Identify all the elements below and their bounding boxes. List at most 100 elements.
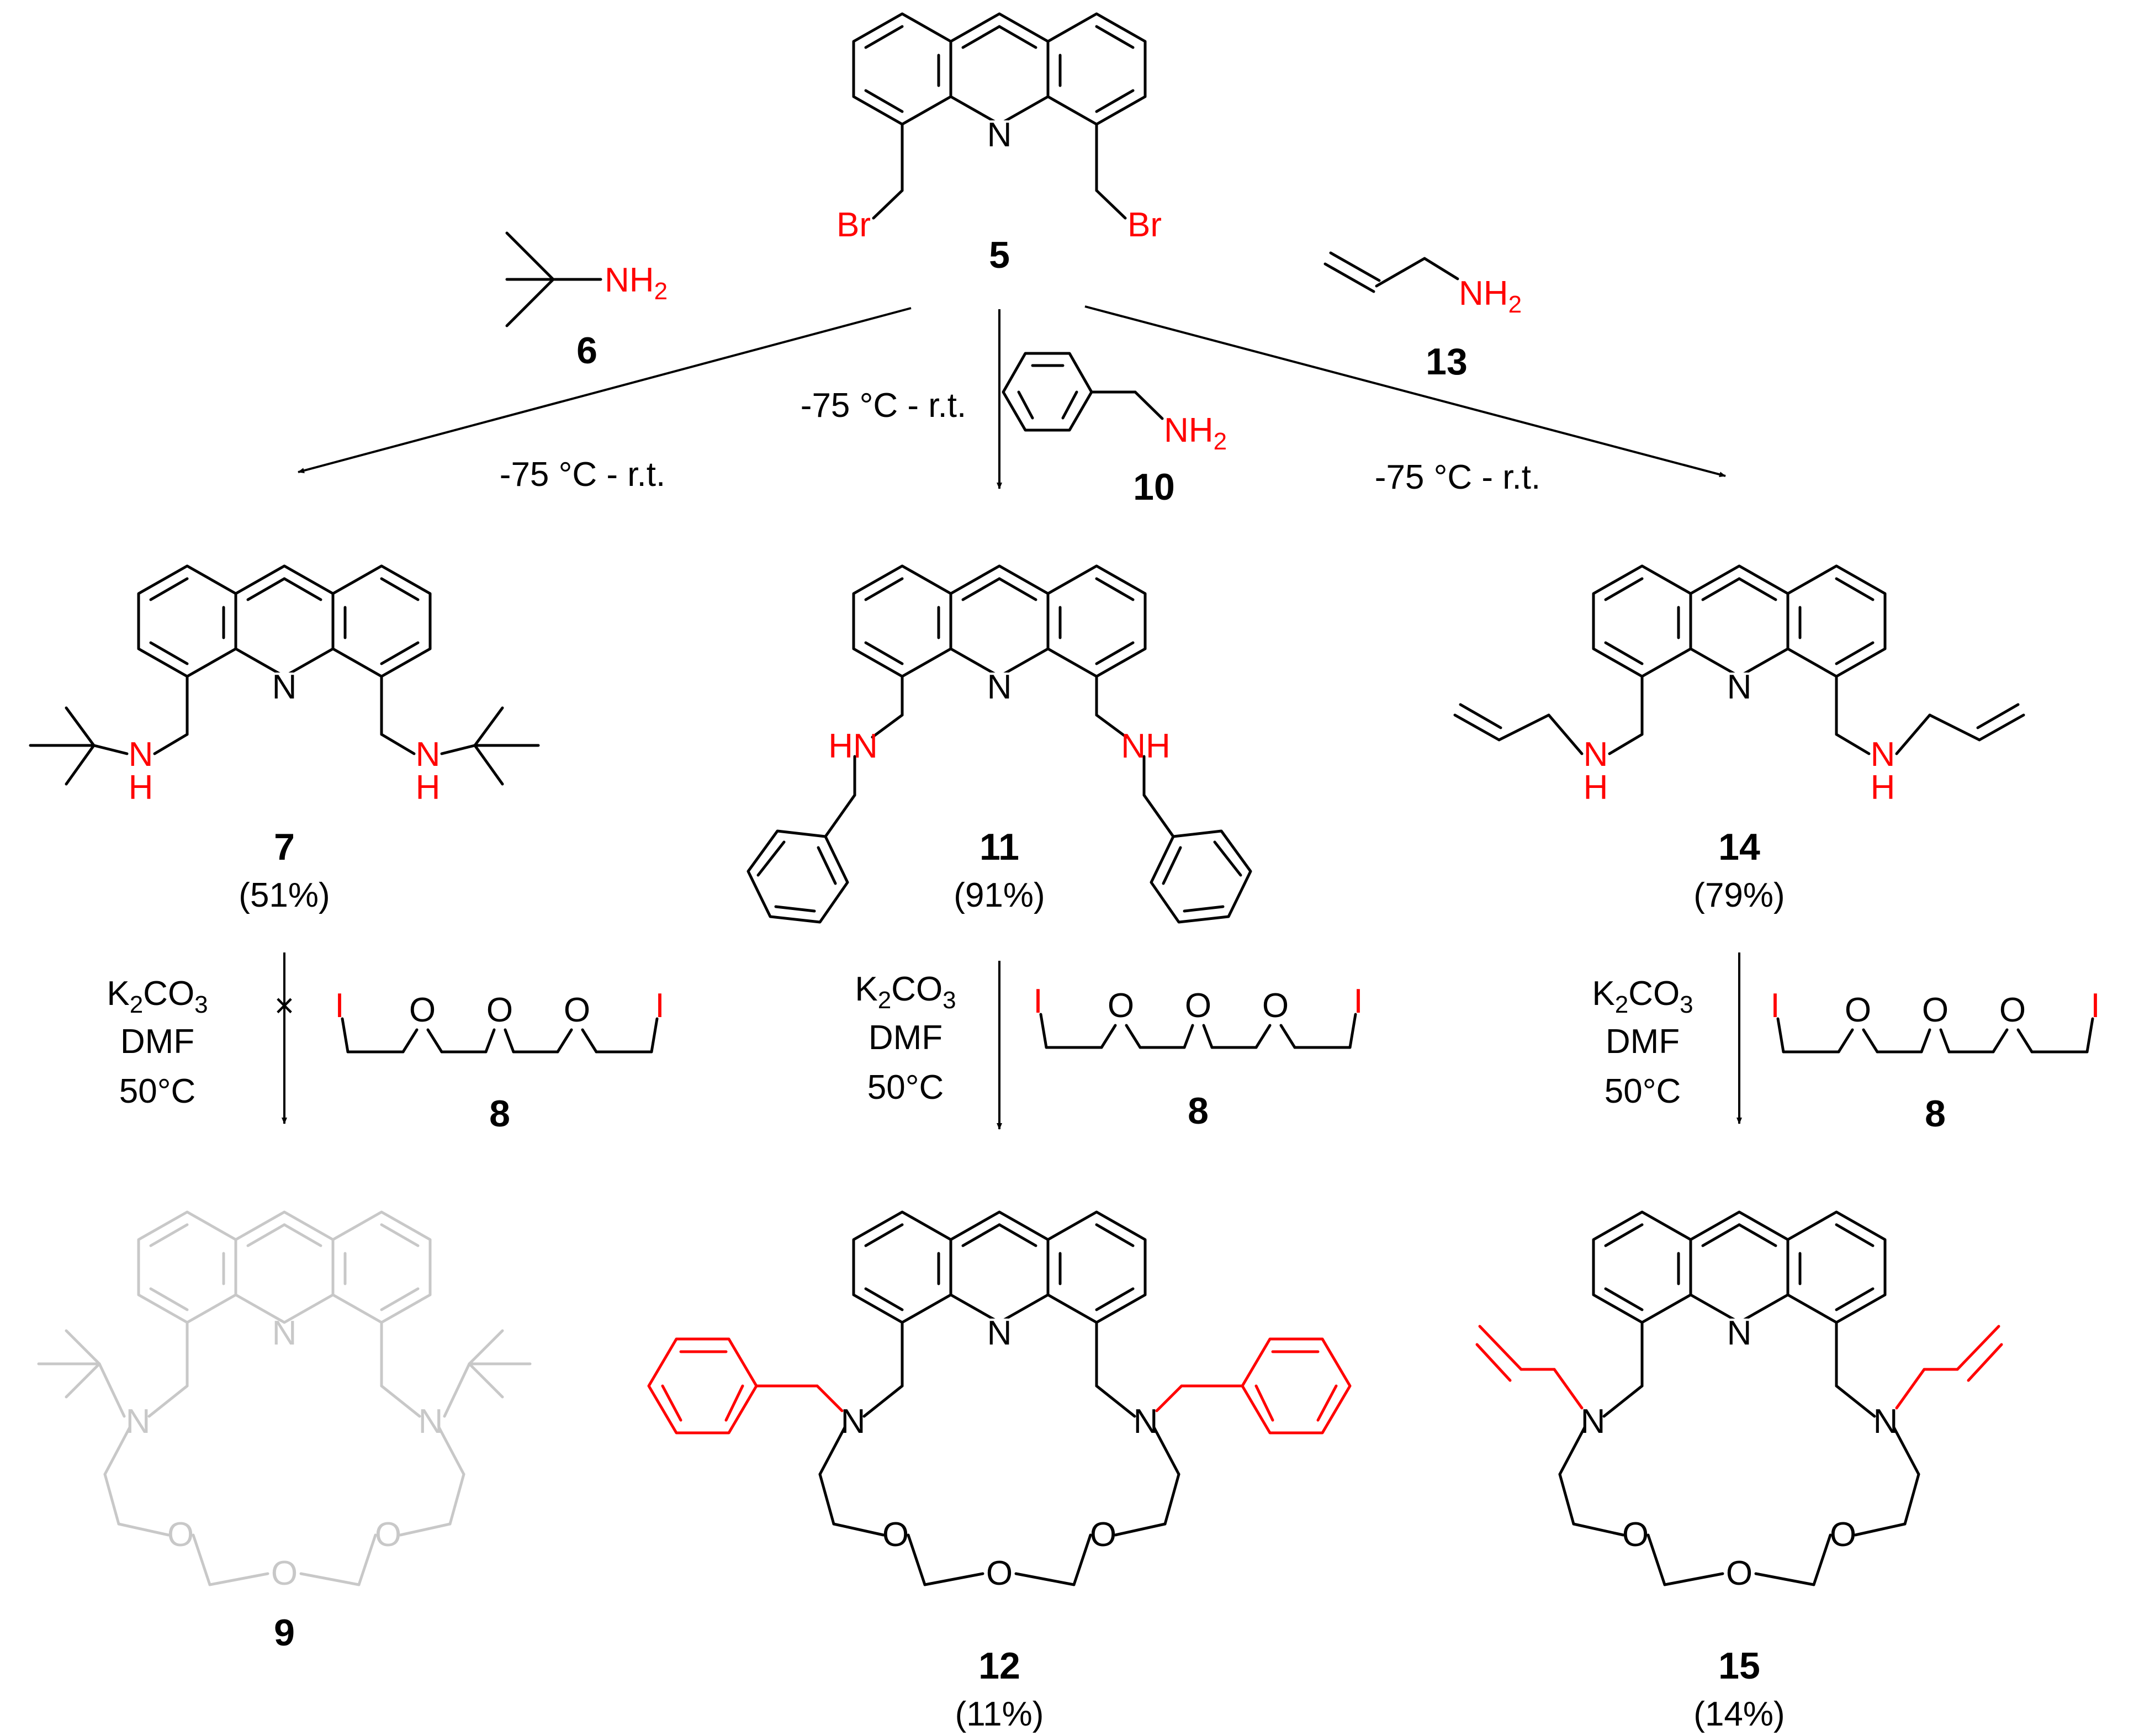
svg-text:NH: NH [1121,727,1171,765]
compound-5-bis-bromomethyl-acridine: N Br Br [836,12,1162,244]
svg-text:O: O [986,1554,1013,1592]
svg-text:N: N [272,668,297,706]
compound-number-14: 14 [1718,826,1760,868]
compound-number-6: 6 [576,330,597,372]
conditions-center: K2CO3 DMF 50°C [855,970,956,1107]
reagent-8-diiodide-left: I O O O I [335,987,665,1054]
svg-text:H: H [1871,769,1896,807]
svg-text:N: N [419,1402,443,1441]
svg-text:I: I [1033,982,1042,1020]
svg-text:N: N [987,116,1012,154]
svg-text:O: O [1108,987,1134,1025]
reaction-arrows [282,305,1742,1130]
failed-reaction-mark: × [274,987,294,1025]
svg-text:O: O [1922,991,1949,1029]
compound-12-benzyl-macrocycle: N N N O O O [647,1210,1352,1592]
svg-text:O: O [167,1516,194,1554]
svg-text:O: O [375,1516,401,1554]
compound-number-11: 11 [980,826,1019,868]
svg-text:N: N [129,735,153,774]
svg-text:50°C: 50°C [1605,1072,1681,1110]
svg-text:NH2: NH2 [605,261,668,305]
svg-text:N: N [841,1402,866,1441]
svg-text:O: O [409,991,436,1029]
compound-11-bis-benzylaminomethyl-acridine: N HN NH [746,564,1252,924]
svg-text:O: O [1999,991,2026,1029]
svg-text:N: N [1873,1402,1898,1441]
svg-text:O: O [1845,991,1871,1029]
compound-number-9: 9 [274,1612,295,1654]
svg-text:I: I [2090,987,2100,1025]
svg-text:H: H [129,769,153,807]
svg-text:N: N [1727,1314,1752,1352]
svg-text:I: I [335,987,344,1025]
compound-number-7: 7 [274,826,295,868]
conditions-left: K2CO3 DMF 50°C [107,975,208,1110]
svg-text:I: I [1353,982,1363,1020]
condition-step1-right: -75 °C - r.t. [1375,458,1540,496]
reagent-13-allylamine: NH2 [1323,251,1522,318]
yield-12: (11%) [955,1695,1044,1733]
compound-number-13: 13 [1426,341,1468,383]
svg-text:HN: HN [828,727,878,765]
condition-step1-left: -75 °C - r.t. [500,456,665,494]
svg-text:O: O [486,991,513,1029]
svg-text:N: N [1134,1402,1158,1441]
svg-text:Br: Br [1127,206,1162,244]
svg-text:N: N [416,735,441,774]
svg-text:50°C: 50°C [867,1068,944,1107]
svg-text:O: O [882,1516,909,1554]
svg-text:O: O [564,991,590,1029]
reagent-8-diiodide-right: I O O O I [1770,987,2100,1054]
yield-14: (79%) [1693,876,1785,914]
compound-number-10: 10 [1133,466,1175,508]
yield-11: (91%) [954,876,1045,914]
svg-text:N: N [272,1314,297,1352]
svg-text:K2CO3: K2CO3 [107,975,208,1018]
compound-number-5: 5 [989,234,1010,276]
svg-text:K2CO3: K2CO3 [855,970,956,1014]
compound-number-8-center: 8 [1188,1090,1209,1132]
yield-15: (14%) [1693,1695,1785,1733]
svg-text:DMF: DMF [120,1023,194,1061]
svg-text:N: N [987,668,1012,706]
svg-text:N: N [1727,668,1752,706]
svg-text:K2CO3: K2CO3 [1592,975,1693,1018]
compound-number-8-right: 8 [1925,1093,1946,1135]
compound-number-15: 15 [1718,1645,1760,1687]
svg-text:O: O [1185,987,1211,1025]
svg-text:N: N [1871,735,1896,774]
compound-15-allyl-macrocycle: N N N O O O [1475,1210,2003,1592]
svg-text:NH2: NH2 [1459,274,1522,318]
yield-7: (51%) [239,876,330,914]
compound-14-bis-allylaminomethyl-acridine: N N H N H [1453,564,2025,807]
svg-text:H: H [416,769,441,807]
compound-number-12: 12 [978,1645,1020,1687]
condition-step1-center: -75 °C - r.t. [801,387,966,425]
svg-text:O: O [1830,1516,1856,1554]
compound-7-bis-tert-butylaminomethyl-acridine: N N H N H [29,564,540,807]
reagent-10-benzylamine: NH2 [1002,352,1227,455]
svg-text:O: O [1726,1554,1753,1592]
svg-text:N: N [987,1314,1012,1352]
reagent-8-diiodide-center: I O O O I [1033,982,1363,1049]
reagent-6-tert-butylamine: NH2 [505,231,668,327]
conditions-right: K2CO3 DMF 50°C [1592,975,1693,1110]
compound-number-8-left: 8 [489,1093,510,1135]
svg-text:DMF: DMF [1606,1023,1680,1061]
compound-9-tert-butyl-macrocycle: N N N O O O [37,1210,532,1592]
svg-text:DMF: DMF [869,1019,943,1057]
svg-text:50°C: 50°C [119,1072,196,1110]
svg-text:N: N [1584,735,1608,774]
svg-text:O: O [1262,987,1289,1025]
svg-text:N: N [1581,1402,1606,1441]
svg-text:Br: Br [836,206,871,244]
svg-text:O: O [1090,1516,1116,1554]
svg-text:H: H [1584,769,1608,807]
svg-text:O: O [1622,1516,1649,1554]
svg-text:O: O [271,1554,298,1592]
svg-text:I: I [1770,987,1780,1025]
arrow-to-14 [1084,305,1726,478]
arrow-to-7 [298,307,912,473]
